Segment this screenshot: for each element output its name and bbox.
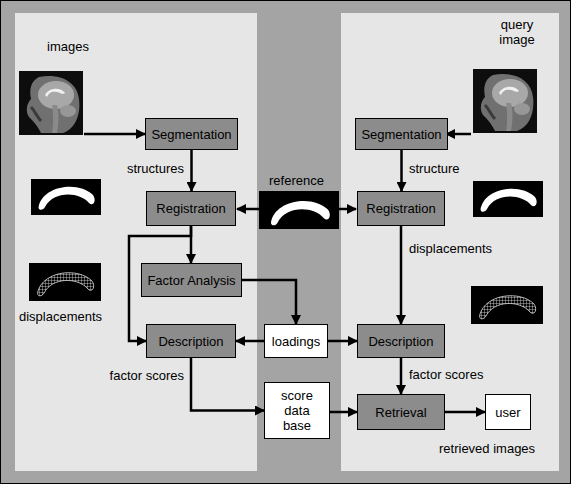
box-text-group: Segmentation bbox=[361, 127, 441, 142]
box-label: Segmentation bbox=[151, 127, 231, 142]
box-label: Registration bbox=[366, 201, 435, 216]
reference-arrow bbox=[237, 208, 259, 211]
box-text-group: loadings bbox=[272, 334, 320, 349]
annotation-label: structure bbox=[409, 161, 460, 176]
flow-arrow bbox=[400, 150, 403, 191]
box-text-group: Segmentation bbox=[151, 127, 231, 142]
annotation-label: factor scores bbox=[409, 367, 483, 382]
annotation-label: factor scores bbox=[110, 368, 184, 383]
process-box: Segmentation bbox=[355, 118, 448, 150]
box-label: loadings bbox=[272, 334, 320, 349]
box-text-group: Registration bbox=[156, 201, 225, 216]
displacement-grid bbox=[29, 263, 101, 301]
annotation-label: retrieved images bbox=[439, 441, 535, 456]
left-panel bbox=[15, 13, 257, 471]
box-label: Segmentation bbox=[361, 127, 441, 142]
mri-image bbox=[473, 69, 537, 133]
user-box: user bbox=[485, 394, 531, 430]
reference-image bbox=[259, 191, 339, 229]
box-label: Description bbox=[368, 334, 433, 349]
box-text-group: user bbox=[495, 405, 520, 420]
box-label: Description bbox=[158, 334, 223, 349]
annotation-label: query image bbox=[487, 17, 547, 47]
process-box: Factor Analysis bbox=[141, 263, 242, 297]
reference-arrow bbox=[339, 208, 356, 211]
flow-arrow bbox=[242, 280, 296, 324]
box-text-group: Description bbox=[368, 334, 433, 349]
box-text-group: Factor Analysis bbox=[147, 273, 235, 288]
flow-arrow bbox=[191, 358, 264, 411]
database-box: score data base bbox=[264, 382, 330, 439]
annotation-label: displacements bbox=[409, 241, 492, 256]
flow-arrow bbox=[328, 340, 357, 343]
displacement-grid bbox=[471, 286, 543, 324]
flow-arrow bbox=[330, 411, 357, 414]
flow-arrow bbox=[236, 340, 264, 343]
box-text-group: score data base bbox=[275, 388, 319, 433]
box-label: user bbox=[495, 405, 520, 420]
mri-image bbox=[19, 71, 83, 135]
box-label: Registration bbox=[156, 201, 225, 216]
annotation-label: reference bbox=[269, 173, 324, 188]
annotation-label: images bbox=[47, 39, 89, 54]
structure-image bbox=[473, 181, 543, 217]
box-label: Factor Analysis bbox=[147, 273, 235, 288]
process-box: Segmentation bbox=[145, 118, 238, 150]
flow-arrow bbox=[400, 358, 403, 394]
box-text-group: Description bbox=[158, 334, 223, 349]
flow-arrow bbox=[190, 150, 193, 191]
input-arrow bbox=[84, 133, 145, 136]
process-box: Description bbox=[357, 324, 445, 358]
box-label: score data base bbox=[275, 388, 319, 433]
annotation-label: structures bbox=[127, 161, 184, 176]
right-panel bbox=[341, 13, 559, 471]
box-label: Retrieval bbox=[375, 405, 426, 420]
box-text-group: Retrieval bbox=[375, 405, 426, 420]
input-arrow bbox=[446, 133, 471, 136]
process-box: Description bbox=[146, 324, 236, 358]
process-box: Registration bbox=[357, 191, 445, 226]
process-box: Registration bbox=[146, 191, 236, 226]
process-box: Retrieval bbox=[357, 394, 445, 430]
box-text-group: Registration bbox=[366, 201, 435, 216]
structure-image bbox=[31, 179, 101, 215]
flow-arrow bbox=[400, 226, 403, 324]
annotation-label: displacements bbox=[19, 309, 102, 324]
data-box: loadings bbox=[264, 324, 328, 358]
flow-arrow bbox=[445, 411, 485, 414]
